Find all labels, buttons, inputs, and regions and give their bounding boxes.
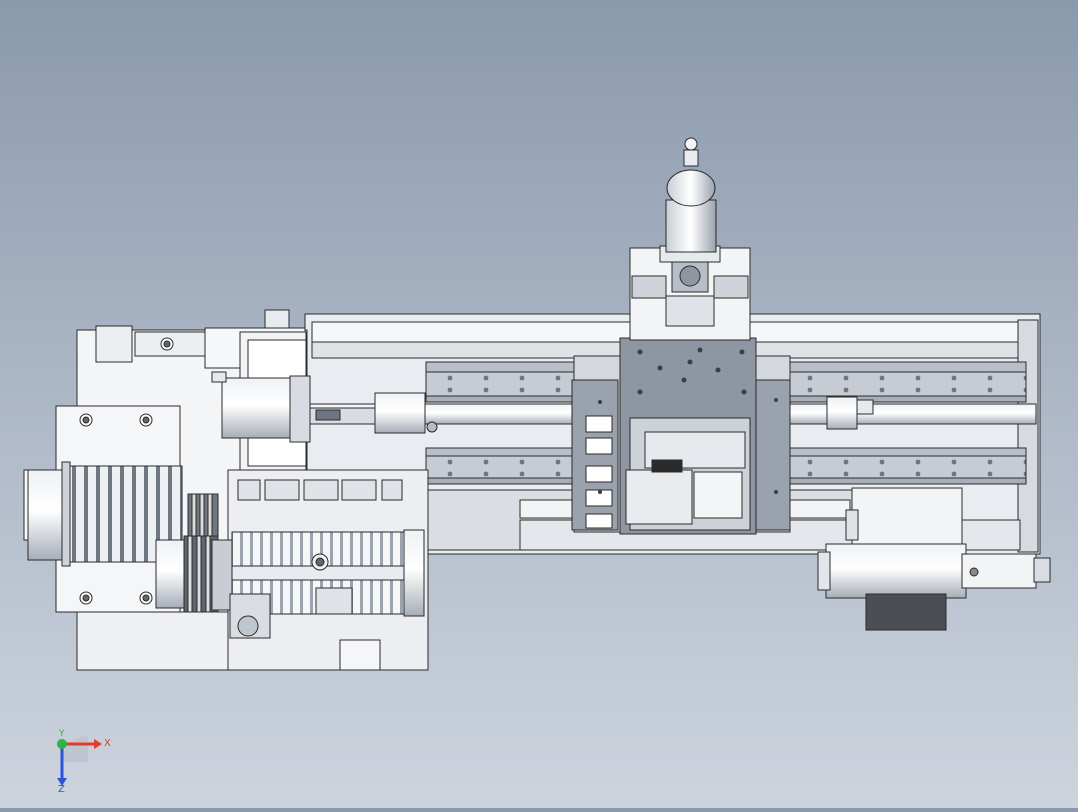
z-axis-label: Z bbox=[58, 784, 65, 792]
spindle-cartridge[interactable] bbox=[229, 529, 425, 639]
belt-pulleys[interactable] bbox=[155, 493, 235, 613]
x-axis-servo-motor[interactable] bbox=[817, 543, 1051, 631]
headstock-slots[interactable] bbox=[237, 479, 403, 501]
tailstock-block[interactable] bbox=[845, 487, 963, 545]
carriage[interactable] bbox=[571, 337, 791, 535]
spindle-chuck[interactable] bbox=[211, 371, 311, 443]
carriage-bolts[interactable] bbox=[598, 347, 778, 495]
coordinate-triad: X Y Z bbox=[40, 722, 120, 795]
x-axis-label: X bbox=[104, 738, 111, 749]
y-axis-dot bbox=[57, 739, 67, 749]
z-axis-arrowhead bbox=[57, 778, 67, 786]
triad-quadrant bbox=[62, 736, 88, 762]
z-axis-servo-motor[interactable] bbox=[665, 137, 717, 253]
x-axis-arrowhead bbox=[94, 739, 102, 749]
y-axis-label: Y bbox=[58, 729, 65, 739]
z-axis-column[interactable] bbox=[629, 245, 751, 341]
